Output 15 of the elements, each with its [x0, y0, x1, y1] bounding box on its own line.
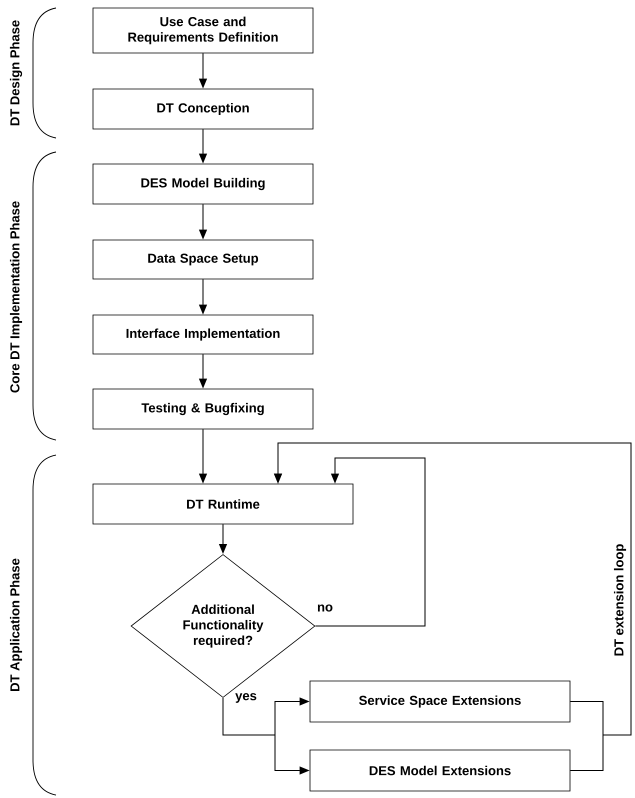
- phase-label: Core DT Implementation Phase: [10, 201, 22, 393]
- phase-label: DT Design Phase: [10, 20, 22, 126]
- process-box: DT Conception: [92, 88, 314, 130]
- process-box: Data Space Setup: [92, 240, 314, 280]
- process-box: Testing & Bugfixing: [92, 388, 314, 430]
- process-box: DT Runtime: [92, 484, 354, 524]
- process-box: DES Model Extensions: [310, 750, 570, 792]
- phase-label: DT Application Phase: [10, 558, 22, 691]
- process-box: Use Case and Requirements Definition: [92, 8, 314, 54]
- loop-label: DT extension loop: [614, 544, 626, 656]
- arrow: [314, 458, 426, 626]
- edge-label: no: [316, 603, 334, 613]
- process-box: Service Space Extensions: [310, 680, 570, 722]
- process-box: Interface Implementation: [92, 314, 314, 354]
- process-box: DES Model Building: [92, 164, 314, 204]
